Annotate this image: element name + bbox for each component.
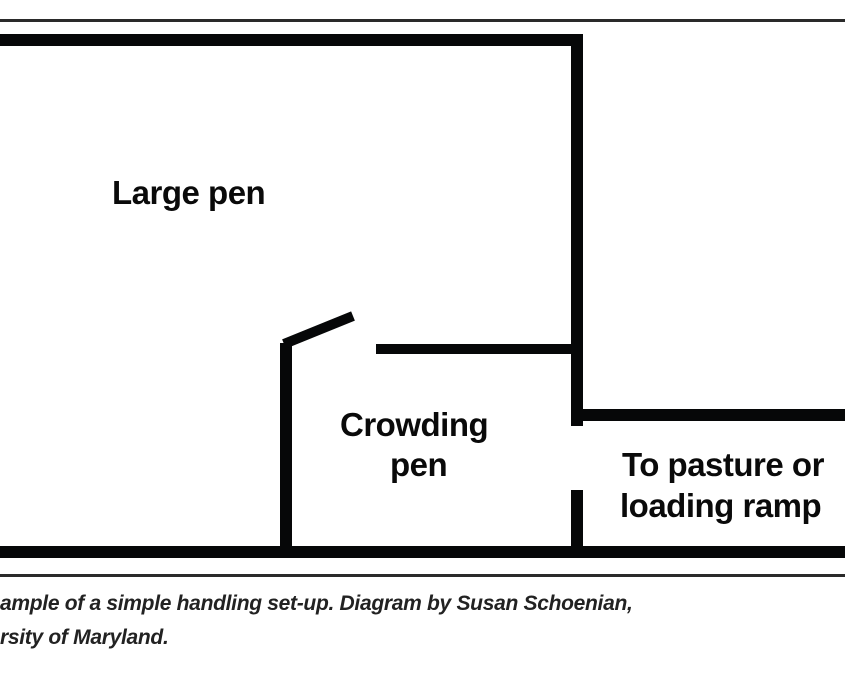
exit-label-line2: loading ramp: [620, 487, 822, 524]
crowding-pen-exit-post: [571, 490, 583, 558]
exit-label-line1: To pasture or: [622, 446, 824, 483]
large-pen-top-wall: [0, 34, 583, 46]
bottom-wall: [0, 546, 845, 558]
caption-line2: rsity of Maryland.: [0, 626, 169, 649]
crowding-pen-label-line2: pen: [390, 446, 448, 483]
crowding-pen-gate: [282, 311, 355, 349]
crowding-pen-label-line1: Crowding: [340, 406, 489, 443]
crowding-pen-top-wall: [376, 344, 583, 354]
large-pen-label: Large pen: [112, 174, 266, 211]
crowding-pen-left-wall: [280, 343, 292, 558]
large-pen-right-wall: [571, 34, 583, 426]
caption-line1: ample of a simple handling set-up. Diagr…: [0, 592, 633, 615]
bottom-rule: [0, 574, 845, 577]
top-rule: [0, 19, 845, 22]
exit-lane-top-wall: [571, 409, 845, 421]
